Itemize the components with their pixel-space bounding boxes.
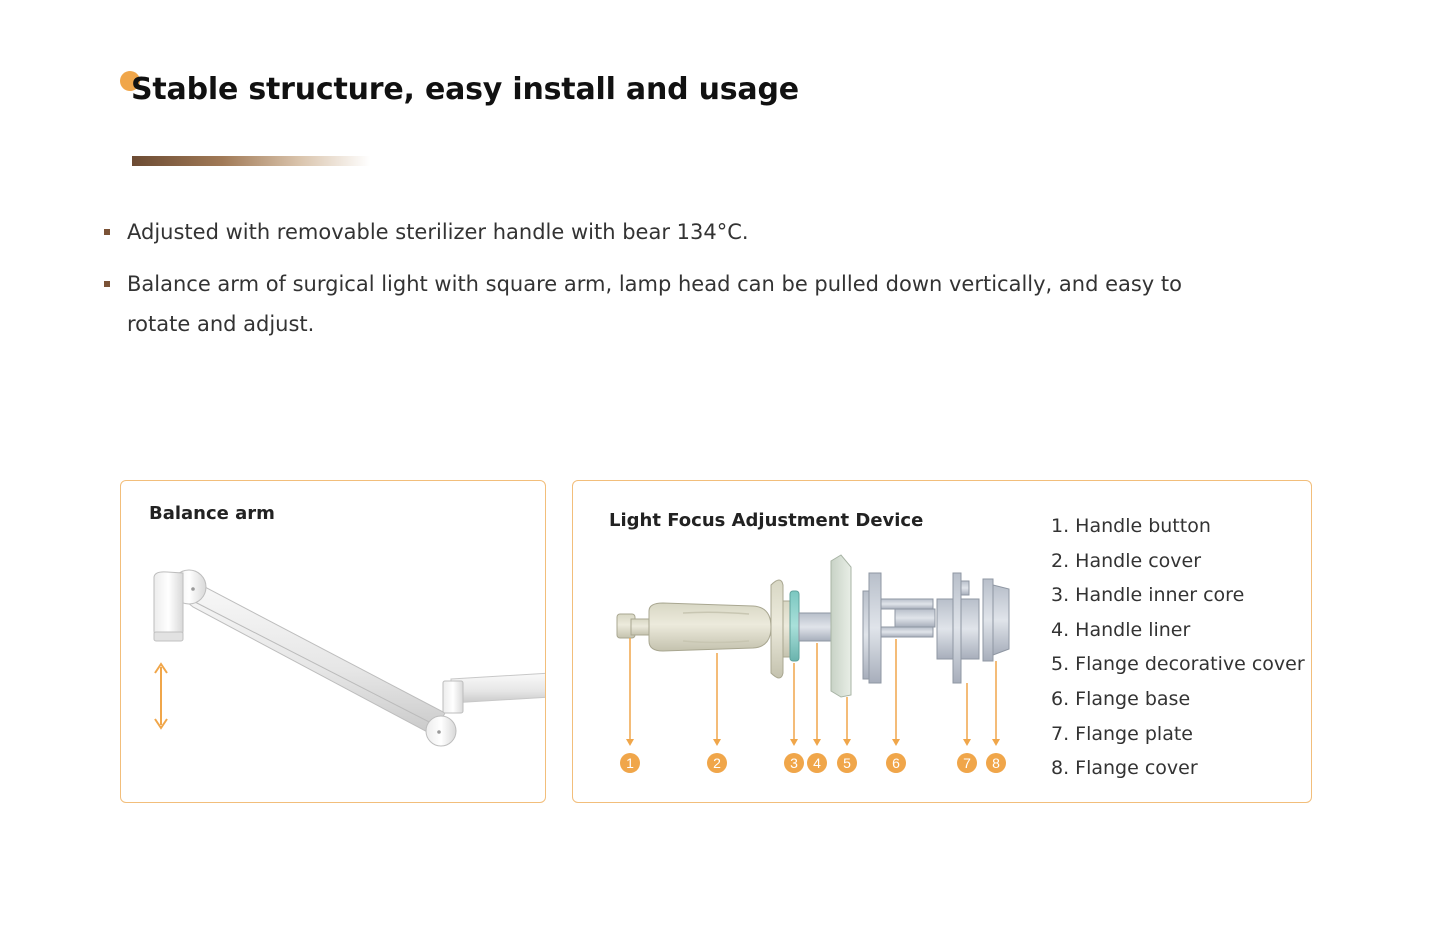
part-marker-7: 7 — [957, 753, 977, 773]
legend-item: 2. Handle cover — [1051, 549, 1202, 572]
balance-arm-illustration — [153, 569, 545, 747]
svg-text:7: 7 — [963, 755, 971, 771]
legend-item: 7. Flange plate — [1051, 722, 1193, 745]
legend-item: 3. Handle inner core — [1051, 584, 1245, 607]
legend-item: 8. Flange cover — [1051, 757, 1198, 780]
part-marker-8: 8 — [986, 753, 1006, 773]
svg-text:1: 1 — [626, 755, 634, 771]
legend-item: 1. Handle button — [1051, 515, 1211, 537]
legend-item: 5. Flange decorative cover — [1051, 653, 1305, 676]
svg-text:5: 5 — [843, 755, 851, 771]
section-heading: Stable structure, easy install and usage — [120, 70, 1020, 120]
svg-text:6: 6 — [892, 755, 900, 771]
feature-list: Adjusted with removable sterilizer handl… — [104, 212, 1204, 356]
legend-item: 6. Flange base — [1051, 687, 1191, 710]
svg-text:2: 2 — [713, 755, 721, 771]
svg-text:8: 8 — [992, 755, 1000, 771]
part-marker-4: 4 — [807, 753, 827, 773]
title-divider — [132, 156, 370, 166]
part-marker-1: 1 — [620, 753, 640, 773]
part-marker-3: 3 — [784, 753, 804, 773]
bullet-square-icon — [104, 281, 110, 287]
focus-device-card: Light Focus Adjustment Device — [572, 480, 1312, 803]
bullet-square-icon — [104, 229, 110, 235]
feature-text: Balance arm of surgical light with squar… — [127, 272, 1182, 336]
svg-text:3: 3 — [790, 755, 798, 771]
svg-text:4: 4 — [813, 755, 821, 771]
part-marker-6: 6 — [886, 753, 906, 773]
feature-item: Balance arm of surgical light with squar… — [104, 264, 1204, 344]
part-marker-5: 5 — [837, 753, 857, 773]
parts-legend: 1. Handle button 2. Handle cover 3. Hand… — [1051, 509, 1305, 786]
feature-text: Adjusted with removable sterilizer handl… — [127, 220, 749, 244]
page-title: Stable structure, easy install and usage — [131, 72, 799, 107]
focus-device-illustration: 1 2 3 4 5 6 7 8 — [616, 554, 1010, 773]
balance-arm-card: Balance arm — [120, 480, 546, 803]
focus-device-title: Light Focus Adjustment Device — [609, 510, 924, 531]
legend-item: 4. Handle liner — [1051, 618, 1191, 641]
part-marker-2: 2 — [707, 753, 727, 773]
balance-arm-title: Balance arm — [149, 503, 275, 524]
feature-item: Adjusted with removable sterilizer handl… — [104, 212, 1204, 252]
title-dot-icon — [120, 71, 140, 91]
